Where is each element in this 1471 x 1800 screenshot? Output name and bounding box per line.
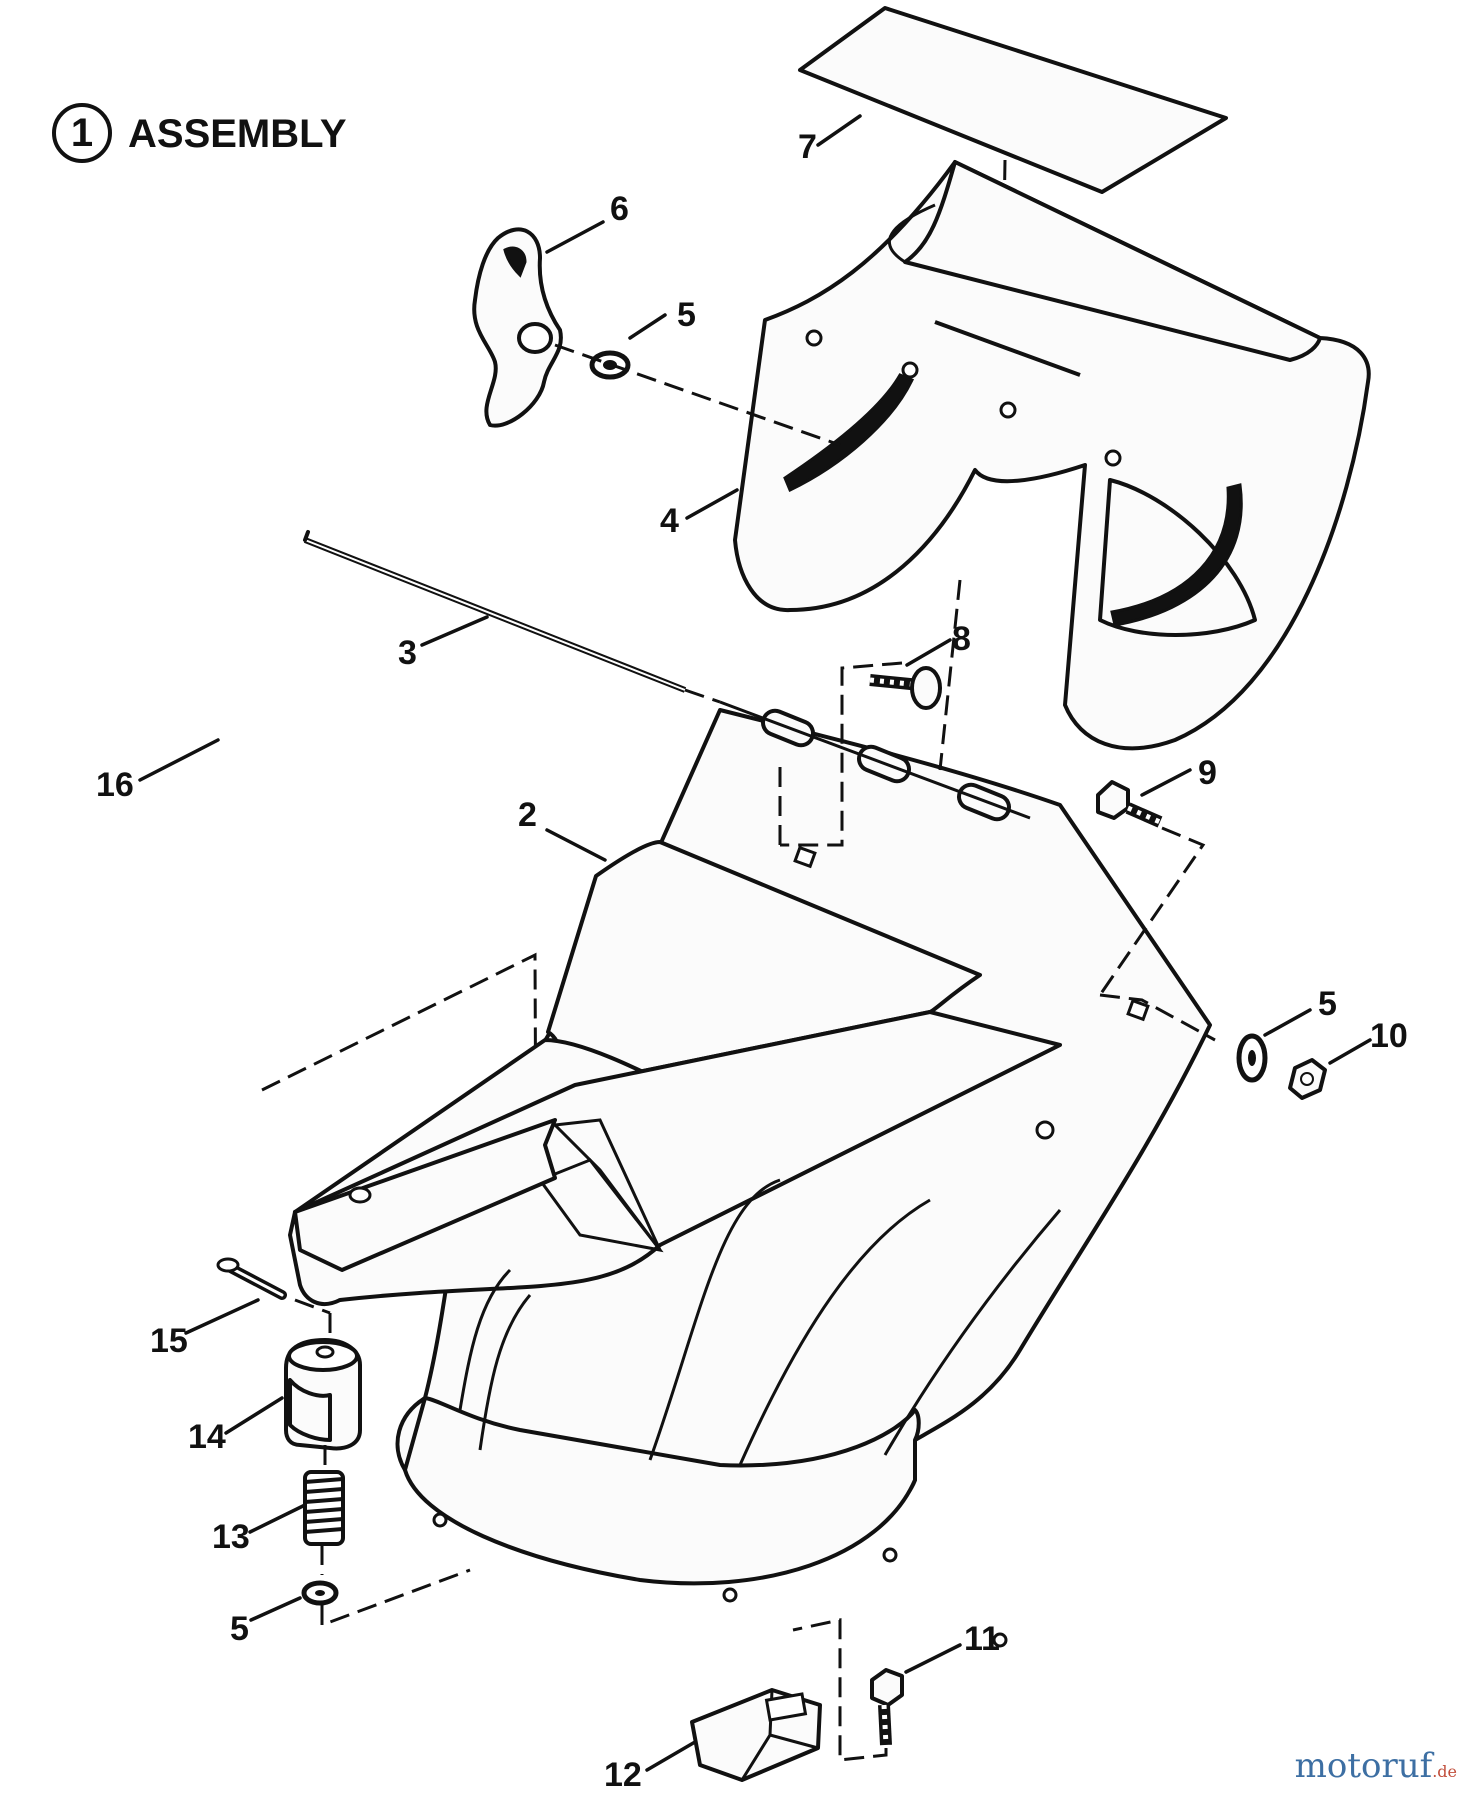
dash-4-to-hinge: [938, 579, 962, 771]
callout-6: 6: [610, 190, 629, 228]
part-7-decal: [798, 6, 1228, 194]
leader-5-right: [1263, 1008, 1312, 1037]
callout-9: 9: [1198, 754, 1217, 792]
callout-15: 15: [150, 1322, 188, 1360]
part-11-flange-bolt: [870, 1668, 904, 1746]
leader-6: [545, 220, 605, 254]
part-16-rod: [37, 428, 251, 1105]
small-nut-9: [1126, 998, 1150, 1022]
callout-7: 7: [798, 128, 817, 166]
part-5-washer-bottom: [301, 1580, 339, 1606]
watermark-logo: motoruf.de: [1295, 1746, 1457, 1786]
callout-11: 11: [964, 1620, 1000, 1658]
leader-10: [1328, 1038, 1372, 1065]
leader-11: [904, 1643, 962, 1674]
part-2-chute: [288, 708, 1212, 1648]
small-nut-8: [793, 845, 817, 869]
leader-5-top: [628, 313, 667, 340]
leader-15: [184, 1298, 260, 1335]
leader-8: [905, 638, 952, 667]
dash-3-to-hinge: [684, 688, 721, 704]
leader-lines: [138, 114, 1372, 1772]
watermark-main: motoruf: [1294, 1746, 1433, 1786]
title-circle-icon: [52, 103, 112, 163]
dash-11: [792, 1618, 888, 1762]
callout-10: 10: [1370, 1017, 1408, 1055]
assembly-title: 1 ASSEMBLY: [52, 103, 347, 163]
dash-6-to-4: [554, 343, 841, 447]
part-15-cotter-pin: [216, 1257, 287, 1300]
dash-5-to-chute: [320, 1568, 471, 1628]
dash-9-to-washer: [1099, 993, 1216, 1042]
callout-16: 16: [96, 766, 134, 804]
leader-13: [248, 1503, 307, 1534]
dash-8-to-hinge: [780, 661, 903, 847]
leader-12: [645, 1740, 697, 1772]
part-6-wing-knob: [472, 227, 563, 428]
callout-8: 8: [952, 620, 971, 658]
leader-16: [138, 738, 220, 782]
callout-13: 13: [212, 1518, 250, 1556]
watermark-tld: .de: [1432, 1762, 1457, 1781]
callout-numbers: 7 6 5 4 3 16 2 8 9 5 10 15 14 13 5 11 12: [96, 128, 1408, 1794]
leader-14: [224, 1396, 284, 1435]
callout-2: 2: [518, 796, 537, 834]
part-3-pin-rod: [303, 530, 687, 693]
leader-9: [1140, 768, 1192, 797]
leader-2: [545, 828, 607, 862]
callout-4: 4: [660, 502, 679, 540]
leader-5-bottom: [249, 1596, 302, 1622]
callout-5-right: 5: [1318, 985, 1337, 1023]
callout-5-top: 5: [677, 296, 696, 334]
callout-14: 14: [188, 1418, 226, 1456]
part-13-spring: [303, 1470, 345, 1546]
hinge-tubes: [719, 700, 1031, 822]
callout-12: 12: [604, 1756, 642, 1794]
part-8-bolt: [869, 666, 942, 710]
callout-5-bottom: 5: [230, 1610, 249, 1648]
leader-4: [685, 488, 739, 520]
part-12-clamp: [690, 1688, 822, 1782]
leader-7: [816, 114, 862, 147]
callout-3: 3: [398, 634, 417, 672]
dash-16-to-chute: [261, 952, 538, 1186]
part-14-sleeve: [284, 1338, 362, 1451]
part-4-deflector: [733, 160, 1371, 751]
part-10-hex-nut: [1288, 1058, 1327, 1100]
part-9-hex-bolt: [1096, 780, 1163, 828]
dash-15: [294, 1298, 331, 1315]
leader-3: [420, 615, 489, 647]
title-label: ASSEMBLY: [128, 112, 347, 156]
title-circle-number: 1: [71, 111, 93, 155]
dash-9: [1098, 826, 1206, 996]
part-5-washer-right: [1236, 1033, 1268, 1083]
